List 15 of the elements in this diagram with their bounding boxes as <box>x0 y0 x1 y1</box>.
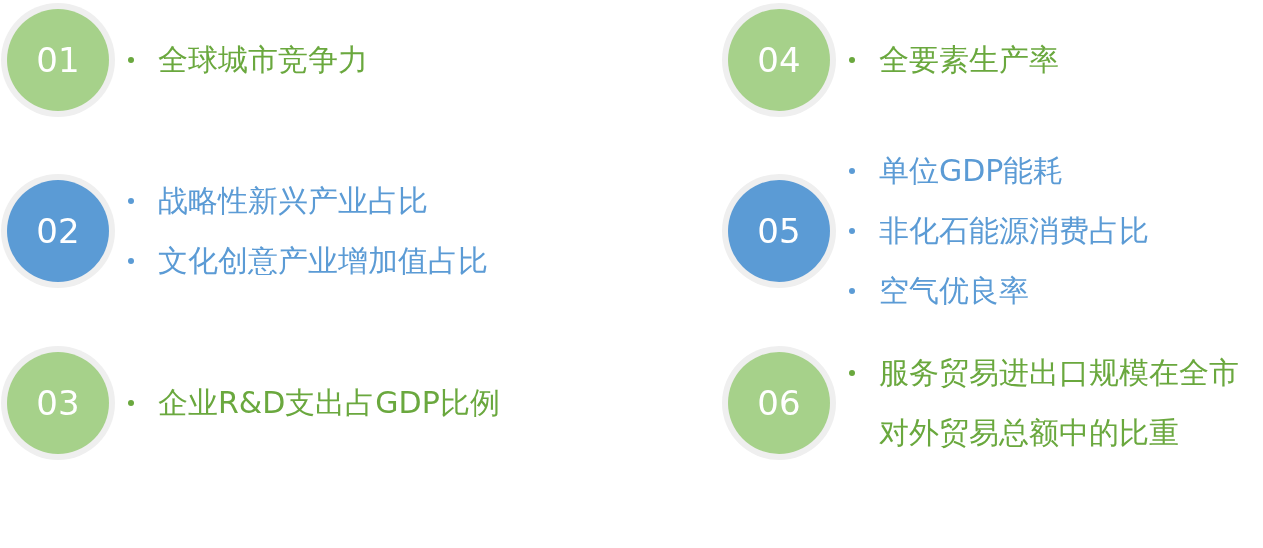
number-circle: 04 <box>728 9 830 111</box>
bullet-text: 战略性新兴产业占比 <box>158 183 428 218</box>
bullet-text: 全球城市竞争力 <box>158 42 368 77</box>
number-circle: 02 <box>7 180 109 282</box>
bullet-text: 服务贸易进出口规模在全市对外贸易总额中的比重 <box>879 355 1239 450</box>
bullet-text: 全要素生产率 <box>879 42 1059 77</box>
bullet-text: 单位GDP能耗 <box>879 153 1064 188</box>
bullet-text: 空气优良率 <box>879 273 1029 308</box>
number-circle: 01 <box>7 9 109 111</box>
bullet-text: 非化石能源消费占比 <box>879 213 1149 248</box>
number-circle: 05 <box>728 180 830 282</box>
bullet-text: 文化创意产业增加值占比 <box>158 243 488 278</box>
number-circle: 06 <box>728 352 830 454</box>
number-circle: 03 <box>7 352 109 454</box>
bullet-text: 企业R&D支出占GDP比例 <box>158 385 500 420</box>
